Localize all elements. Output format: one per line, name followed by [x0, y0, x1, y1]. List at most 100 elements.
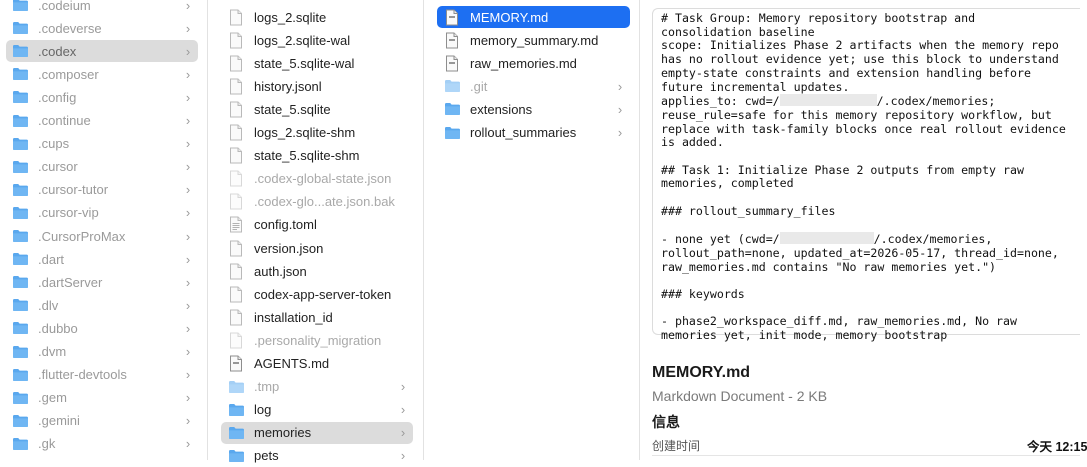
folder-icon [11, 159, 29, 175]
list-item[interactable]: .codeium› [6, 0, 198, 16]
folder-icon [11, 0, 29, 13]
list-item[interactable]: .cursor-vip› [6, 202, 198, 224]
list-item[interactable]: memory_summary.md [437, 29, 630, 51]
chevron-right-icon: › [185, 89, 191, 105]
item-label: .cups [38, 136, 70, 152]
list-item[interactable]: logs_2.sqlite [221, 6, 413, 28]
list-item[interactable]: .codeverse› [6, 17, 198, 39]
list-item[interactable]: state_5.sqlite-wal [221, 52, 413, 74]
chevron-right-icon: › [400, 402, 406, 418]
list-item[interactable]: .gk› [6, 433, 198, 455]
folder-icon [11, 20, 29, 36]
item-label: AGENTS.md [254, 356, 330, 371]
markdown-file-icon [443, 32, 461, 49]
list-item[interactable]: version.json [221, 237, 413, 259]
list-item[interactable]: rollout_summaries › [437, 122, 630, 144]
item-label: .personality_migration [254, 332, 382, 348]
folder-icon [11, 43, 29, 59]
list-item[interactable]: AGENTS.md [221, 353, 413, 375]
list-item[interactable]: .composer› [6, 63, 198, 85]
list-item[interactable]: .dartServer › [6, 271, 198, 293]
list-item[interactable]: .cups › [6, 133, 198, 155]
file-icon [227, 332, 245, 349]
item-label: installation_id [254, 309, 333, 325]
file-icon [227, 9, 245, 25]
list-item[interactable]: .git› [437, 75, 630, 97]
item-label: log [254, 402, 272, 418]
item-label: .dartServer [38, 274, 103, 290]
list-item[interactable]: .dart› [6, 248, 198, 270]
item-label: .config [38, 89, 77, 105]
list-item[interactable]: extensions› [437, 98, 630, 120]
item-label: extensions [470, 101, 533, 117]
item-label: rollout_summaries [470, 125, 577, 140]
folder-icon [11, 136, 29, 152]
list-item[interactable]: config.toml [221, 214, 413, 236]
list-item[interactable]: .codex-global-state.json [221, 168, 413, 190]
list-item[interactable]: .codex› [6, 40, 198, 63]
list-item[interactable]: codex-app-server-token [221, 283, 413, 305]
divider [652, 455, 1080, 456]
file-icon [227, 124, 245, 141]
markdown-file-icon [227, 355, 245, 372]
column-home-folders: .codeium›.codeverse›.codex›.composer›.co… [0, 0, 208, 460]
list-item[interactable]: .cursor-tutor› [6, 179, 198, 201]
chevron-right-icon: › [185, 136, 191, 152]
folder-icon [443, 101, 461, 117]
item-label: config.toml [254, 217, 317, 233]
list-item[interactable]: history.jsonl [221, 75, 413, 97]
folder-icon [227, 379, 245, 395]
item-label: .CursorProMax [38, 228, 126, 244]
created-label: 创建时间 [652, 439, 701, 453]
file-icon [227, 78, 245, 95]
list-item[interactable]: .codex-glo...ate.json.bak [221, 191, 413, 213]
list-item[interactable]: .flutter-devtools› [6, 364, 198, 386]
item-label: auth.json [254, 263, 307, 279]
item-label: .codeverse [38, 20, 102, 36]
item-label: .flutter-devtools [38, 367, 127, 383]
item-label: .dlv [38, 297, 59, 313]
folder-icon [227, 448, 245, 464]
list-item[interactable]: installation_id [221, 306, 413, 328]
file-preview[interactable]: # Task Group: Memory repository bootstra… [652, 8, 1080, 342]
list-item[interactable]: .gem› [6, 387, 198, 409]
chevron-right-icon: › [185, 390, 191, 406]
list-item[interactable]: .dvm› [6, 341, 198, 363]
list-item[interactable]: auth.json [221, 260, 413, 282]
list-item[interactable]: pets› [221, 445, 413, 467]
list-item[interactable]: raw_memories.md [437, 52, 630, 74]
list-item[interactable]: .continue› [6, 110, 198, 132]
list-item[interactable]: logs_2.sqlite-shm [221, 122, 413, 144]
list-item[interactable]: logs_2.sqlite-wal [221, 29, 413, 51]
list-item[interactable]: .gemini› [6, 410, 198, 432]
file-icon [227, 309, 245, 326]
chevron-right-icon: › [185, 436, 191, 452]
list-item[interactable]: log › [221, 399, 413, 421]
list-item[interactable]: memories› [221, 421, 413, 444]
preview-line: scope: Initializes Phase 2 artifacts whe… [661, 38, 1066, 94]
file-icon [227, 286, 245, 303]
list-item[interactable]: state_5.sqlite-shm [221, 145, 413, 167]
list-item[interactable]: .dubbo› [6, 317, 198, 339]
preview-file-name: MEMORY.md [652, 364, 751, 381]
folder-icon [11, 89, 29, 105]
chevron-right-icon: › [185, 251, 191, 267]
chevron-right-icon: › [185, 274, 191, 290]
item-label: .cursor-vip [38, 205, 99, 221]
list-item[interactable]: .config › [6, 86, 198, 108]
folder-icon [443, 125, 461, 141]
folder-icon [11, 66, 29, 82]
chevron-right-icon: › [617, 125, 623, 140]
folder-icon [11, 413, 29, 429]
list-item[interactable]: .personality_migration [221, 329, 413, 351]
preview-line: - phase2_workspace_diff.md, raw_memories… [661, 314, 1024, 343]
preview-text: # Task Group: Memory repository bootstra… [653, 9, 1080, 346]
list-item[interactable]: .tmp› [221, 376, 413, 398]
folder-icon [11, 367, 29, 383]
list-item[interactable]: .dlv› [6, 294, 198, 316]
list-item[interactable]: state_5.sqlite [221, 98, 413, 120]
list-item[interactable]: .CursorProMax› [6, 225, 198, 247]
list-item[interactable]: .cursor› [6, 156, 198, 178]
item-label: memory_summary.md [470, 32, 599, 48]
list-item[interactable]: MEMORY.md [437, 6, 630, 28]
